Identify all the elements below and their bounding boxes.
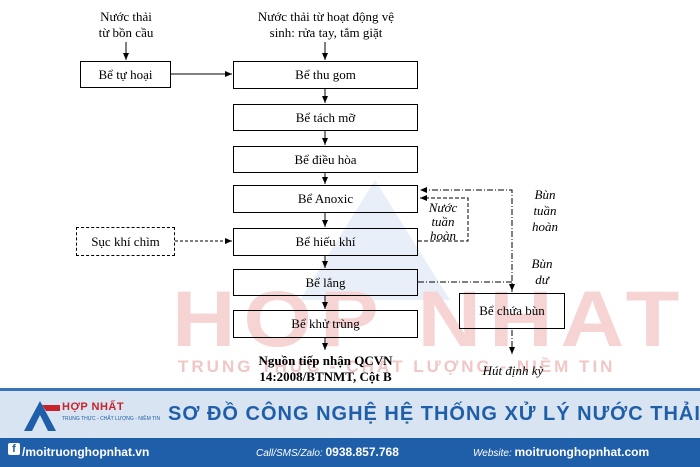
input-activity-wastewater: Nước thải từ hoạt động vệ sinh: rửa tay,…	[257, 9, 395, 40]
phone-contact[interactable]: Call/SMS/Zalo: 0938.857.768	[256, 445, 399, 459]
website-label: Website:	[473, 448, 512, 459]
phone-number[interactable]: 0938.857.768	[325, 445, 399, 459]
facebook-link[interactable]: /moitruonghopnhat.vn	[22, 445, 149, 459]
footer-contact-band	[0, 438, 700, 467]
box-anoxic-tank: Bể Anoxic	[233, 185, 418, 213]
facebook-icon: f	[8, 443, 20, 455]
company-logo-icon	[24, 401, 60, 431]
phone-label: Call/SMS/Zalo:	[256, 448, 323, 459]
box-septic-tank-label: Bể tự hoại	[98, 66, 153, 82]
footer-title-band: HỢP NHẤT TRUNG THỰC - CHẤT LƯỢNG - NIỀM …	[0, 388, 700, 438]
label-water-recirculation: Nước tuần hoàn	[428, 200, 458, 243]
footer-title: SƠ ĐỒ CÔNG NGHỆ HỆ THỐNG XỬ LÝ NƯỚC THẢI	[168, 403, 700, 425]
box-sludge-tank-label: Bể chứa bùn	[479, 303, 545, 318]
box-aerobic-tank-label: Bể hiếu khí	[295, 234, 356, 249]
label-receiving-source: Nguồn tiếp nhận QCVN 14:2008/BTNMT, Cột …	[258, 353, 393, 384]
website-contact[interactable]: Website: moitruonghopnhat.com	[473, 445, 649, 459]
label-sludge-recirculation: Bùn tuần hoàn	[532, 187, 558, 234]
box-aerobic-tank: Bể hiếu khí	[233, 228, 418, 256]
facebook-handle[interactable]: /moitruonghopnhat.vn	[22, 445, 150, 459]
box-collection-tank-label: Bể thu gom	[295, 67, 356, 82]
box-settling-tank-label: Bể lắng	[305, 274, 346, 290]
box-anoxic-tank-label: Bể Anoxic	[297, 191, 354, 206]
label-excess-sludge: Bùn dư	[531, 256, 553, 287]
box-sludge-tank: Bể chứa bùn	[459, 293, 565, 329]
company-logo-name: HỢP NHẤT	[62, 401, 125, 413]
arrow-water-recirculation	[418, 195, 469, 242]
label-periodic-suction: Hút định kỳ	[482, 363, 544, 378]
diagram-canvas: HOP NHAT TRUNG THỰC - CHẤT LƯỢNG - NIỀM …	[76, 9, 680, 384]
footer-banner: HỢP NHẤT TRUNG THỰC - CHẤT LƯỢNG - NIỀM …	[0, 388, 700, 467]
box-settling-tank: Bể lắng	[233, 269, 418, 296]
box-equalization-tank-label: Bể điều hòa	[294, 151, 357, 167]
box-disinfection-tank-label: Bể khử trùng	[291, 316, 360, 331]
company-logo-tagline: TRUNG THỰC - CHẤT LƯỢNG - NIỀM TIN	[62, 416, 161, 422]
box-grease-trap-label: Bể tách mỡ	[295, 109, 356, 125]
box-collection-tank: Bể thu gom	[233, 61, 418, 89]
box-grease-trap: Bể tách mỡ	[233, 104, 418, 131]
box-septic-tank: Bể tự hoại	[80, 61, 171, 88]
flow-connectors	[123, 42, 515, 354]
box-submerged-aeration: Sục khí chìm	[76, 227, 175, 256]
box-equalization-tank: Bể điều hòa	[233, 146, 418, 173]
arrow-excess-sludge	[418, 281, 515, 291]
input-toilet-wastewater: Nước thải từ bồn cầu	[98, 9, 154, 40]
arrow-sludge-recirculation	[420, 187, 513, 292]
box-submerged-aeration-label: Sục khí chìm	[91, 233, 160, 249]
website-link[interactable]: moitruonghopnhat.com	[514, 445, 650, 459]
box-disinfection-tank: Bể khử trùng	[233, 310, 418, 338]
